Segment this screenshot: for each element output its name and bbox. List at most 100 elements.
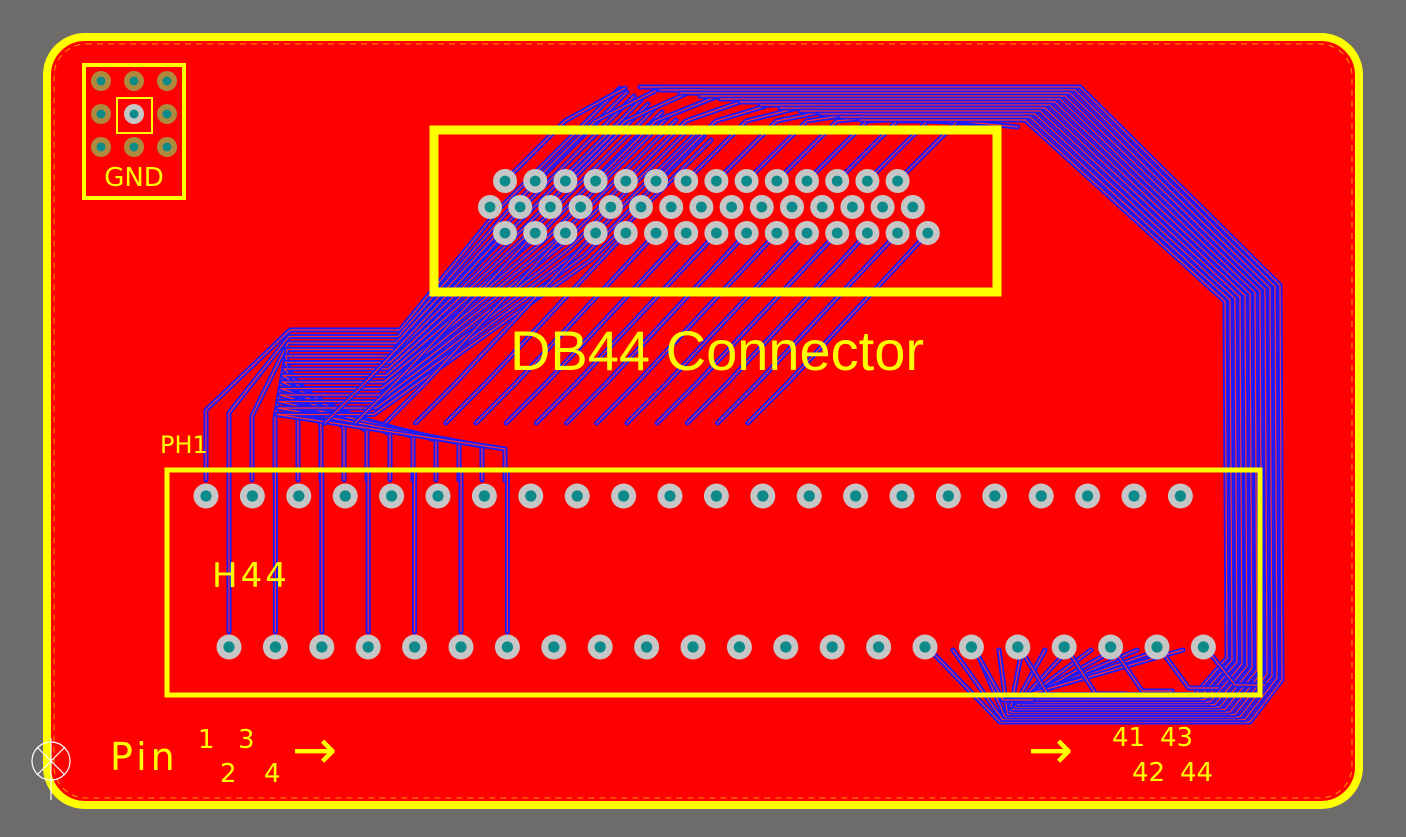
db44-pad <box>613 221 638 245</box>
db44-fanout-trace-core <box>324 232 506 424</box>
db44-pad <box>825 221 850 245</box>
db44-fanout-trace-core <box>686 232 868 424</box>
header-top-pad <box>611 483 637 509</box>
db44-connector-outline <box>429 125 1002 297</box>
left-bundle-trace-core <box>205 87 621 481</box>
header-bottom-pad <box>1005 634 1031 660</box>
header-top-pad <box>239 483 265 509</box>
db44-fanout-trace-core <box>596 232 778 424</box>
header-bottom-pad <box>634 634 660 660</box>
pin-41-label: 41 <box>1112 723 1145 753</box>
db44-pad <box>780 195 804 219</box>
right-bundle-trace-core <box>679 92 1273 718</box>
db44-pad <box>478 195 502 219</box>
db44-pad <box>810 195 835 219</box>
db44-fanout-trace-core <box>415 232 597 424</box>
db44-fanout-trace-core <box>535 232 717 424</box>
db44-pad <box>493 169 517 193</box>
header-top-pad <box>750 483 776 509</box>
db44-pad <box>493 221 517 245</box>
right-bundle-trace-core <box>639 86 1283 723</box>
db44-fanout-trace-core <box>717 232 899 424</box>
header-bottom-pad <box>1051 634 1077 660</box>
pin-4-label: 4 <box>264 759 281 789</box>
header-top-pad <box>889 483 915 509</box>
pin-43-label: 43 <box>1160 723 1193 753</box>
pin-42-label: 42 <box>1132 758 1165 788</box>
right-bundle-trace-core <box>739 101 1258 711</box>
header-top-pad <box>286 483 312 509</box>
db44-pad <box>704 169 729 193</box>
gnd-pad <box>91 137 111 157</box>
header-top-pad <box>1167 483 1193 509</box>
pin-2-label: 2 <box>220 759 237 789</box>
connector-title: DB44 Connector <box>510 319 924 382</box>
right-arrow-label: → <box>1028 718 1073 781</box>
db44-fanout-trace-core <box>384 232 566 424</box>
gnd-center-pad <box>124 104 144 124</box>
db44-pad <box>764 221 789 245</box>
db44-pad <box>734 169 759 193</box>
db44-pad <box>523 169 548 193</box>
header-top-pad <box>1121 483 1147 509</box>
pin-44-label: 44 <box>1180 758 1213 788</box>
gnd-pad <box>91 104 111 124</box>
left-bundle-trace-core <box>281 119 677 481</box>
right-return-trace-core <box>1111 646 1173 692</box>
header-bottom-pad <box>587 634 613 660</box>
header-bottom-pad <box>958 634 984 660</box>
header-bottom-pad <box>262 634 288 660</box>
db44-pad <box>583 221 608 245</box>
db44-fanout-up-trace-core <box>564 93 686 182</box>
header-bottom-pad <box>680 634 706 660</box>
header-top-pad <box>982 483 1008 509</box>
db44-pad <box>613 169 638 193</box>
gnd-block-outline <box>82 63 186 200</box>
header-top-pad <box>425 483 451 509</box>
db44-fanout-trace-core <box>505 232 687 424</box>
db44-pad <box>674 169 699 193</box>
pin-3-label: 3 <box>238 725 255 755</box>
gnd-pad <box>157 71 177 91</box>
db44-pad <box>795 221 819 245</box>
db44-pad <box>885 221 910 245</box>
header-bottom-pad <box>1144 634 1170 660</box>
header-top-pad <box>1028 483 1054 509</box>
header-bottom-pad <box>216 634 242 660</box>
header-top-pad <box>193 483 219 509</box>
gnd-pad <box>91 71 111 91</box>
right-bundle-trace-core <box>659 89 1278 721</box>
db44-pad <box>644 221 668 245</box>
db44-pad <box>855 221 880 245</box>
header-top-pad <box>332 483 358 509</box>
header-top-pad <box>703 483 729 509</box>
db44-pad <box>719 195 744 219</box>
db44-pad <box>553 221 578 245</box>
header-top-pad <box>518 483 544 509</box>
right-bundle-trace-core <box>759 104 1253 708</box>
db44-pad <box>825 169 850 193</box>
db44-fanout-up-trace-core <box>595 96 717 182</box>
header-bottom-pad <box>355 634 381 660</box>
pads-layer <box>91 71 1216 660</box>
gnd-center-square <box>116 97 153 134</box>
db44-pad <box>674 221 699 245</box>
header-bottom-pad <box>819 634 845 660</box>
header-bottom-pad <box>1098 634 1124 660</box>
db44-pad <box>795 169 819 193</box>
gnd-pad <box>124 71 144 91</box>
header-h44-outline <box>164 467 1263 698</box>
origin-crosshair-icon <box>31 738 71 800</box>
db44-fanout-up-trace-core <box>685 105 807 182</box>
header-bottom-pad <box>402 634 428 660</box>
header-bottom-pad <box>309 634 335 660</box>
left-bundle-trace-core <box>251 95 635 481</box>
db44-fanout-trace-core <box>445 232 627 424</box>
db44-pad <box>764 169 789 193</box>
db44-pad <box>538 195 563 219</box>
header-bottom-pad <box>448 634 474 660</box>
db44-fanout-up-trace-core <box>625 99 747 182</box>
db44-pad <box>629 195 653 219</box>
right-return-trace-core <box>1158 646 1220 689</box>
